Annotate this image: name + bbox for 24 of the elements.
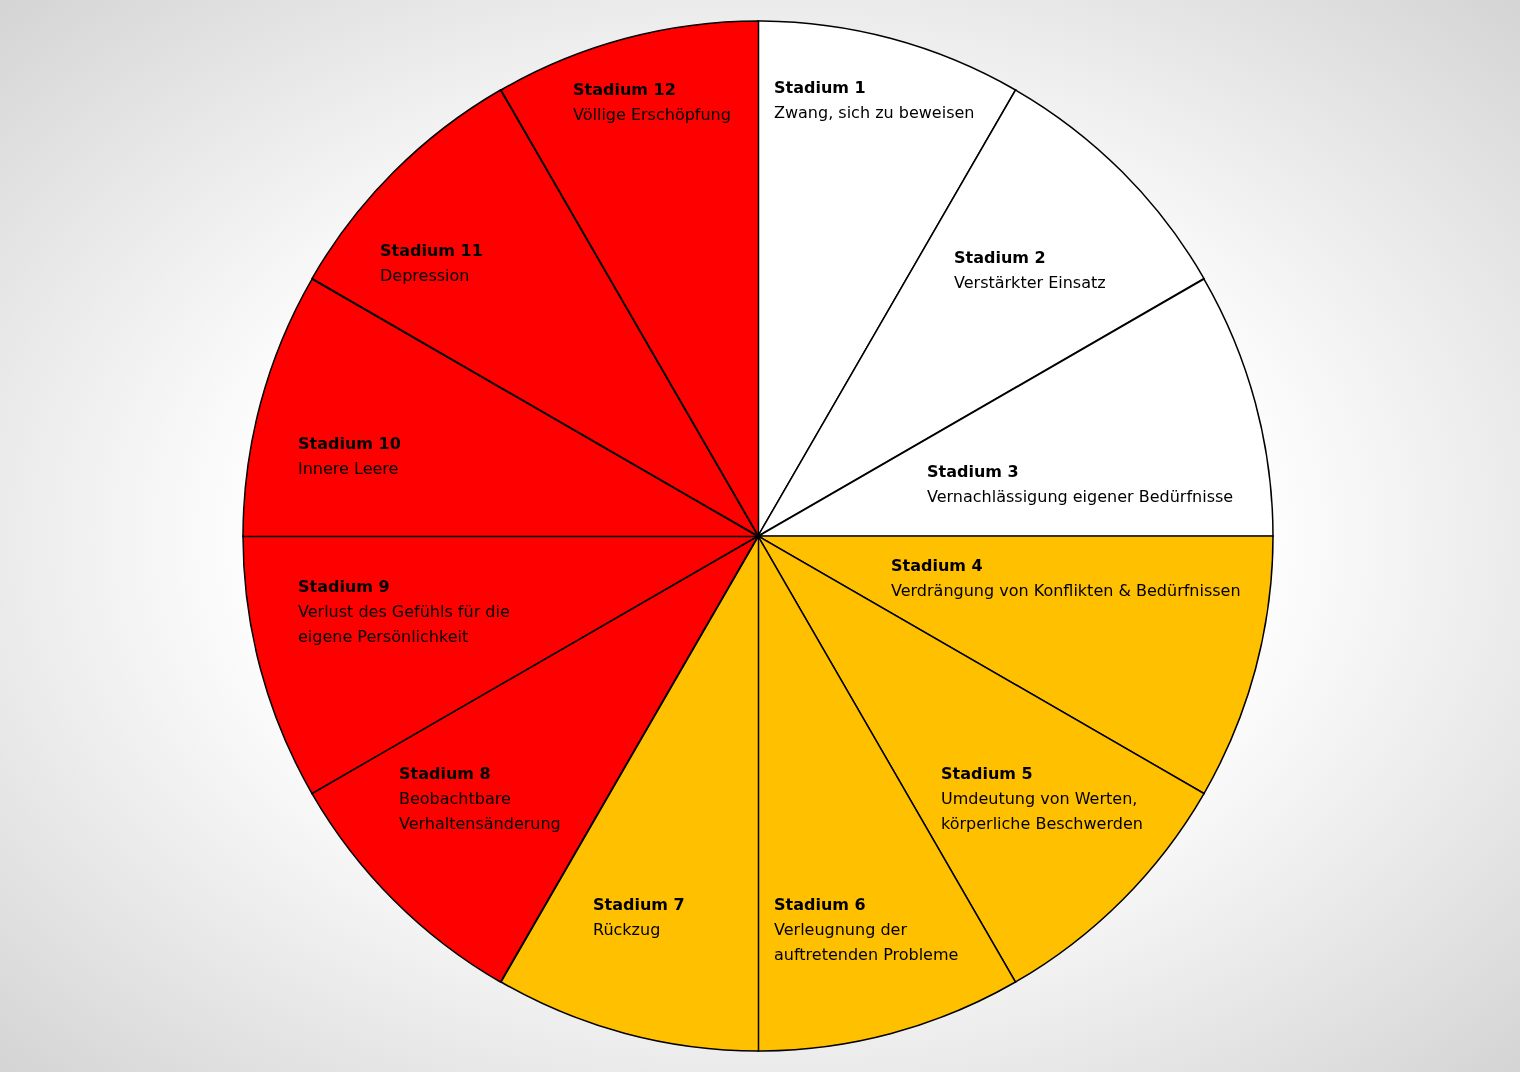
stage-heading: Stadium 9	[298, 576, 391, 598]
stage-description: Verleugnung der auftretenden Probleme	[774, 919, 960, 966]
stage-description: Verlust des Gefühls für die eigene Persönlichkeit	[298, 601, 511, 648]
stage-description: Verstärkter Einsatz	[954, 272, 1106, 294]
stage-heading: Stadium 11	[380, 240, 483, 262]
stage-description: Umdeutung von Werten, körperliche Beschwerden	[941, 788, 1144, 835]
stage-heading: Stadium 2	[954, 247, 1047, 269]
stage-description: Völlige Erschöpfung	[573, 104, 731, 126]
stage-heading: Stadium 7	[593, 894, 685, 916]
stage-heading: Stadium 4	[891, 555, 984, 577]
stage-heading: Stadium 5	[941, 763, 1034, 785]
stage-heading: Stadium 6	[774, 894, 867, 916]
stage-description: Depression	[380, 265, 471, 287]
stage-description: Rückzug	[593, 919, 662, 941]
stage-heading: Stadium 3	[927, 461, 1020, 483]
stage-description: Vernachlässigung eigener Bedürfnisse	[927, 486, 1234, 508]
stage-description: Verdrängung von Konflikten & Bedürfnissen	[891, 580, 1241, 602]
stage-description: Zwang, sich zu beweisen	[774, 102, 975, 124]
stage-heading: Stadium 12	[573, 79, 677, 101]
stage-description: Innere Leere	[298, 458, 400, 480]
stage-description: Beobachtbare Verhaltensänderung	[399, 788, 562, 835]
stage-heading: Stadium 10	[298, 433, 401, 455]
stage-heading: Stadium 8	[399, 763, 492, 785]
stage-heading: Stadium 1	[774, 77, 867, 99]
